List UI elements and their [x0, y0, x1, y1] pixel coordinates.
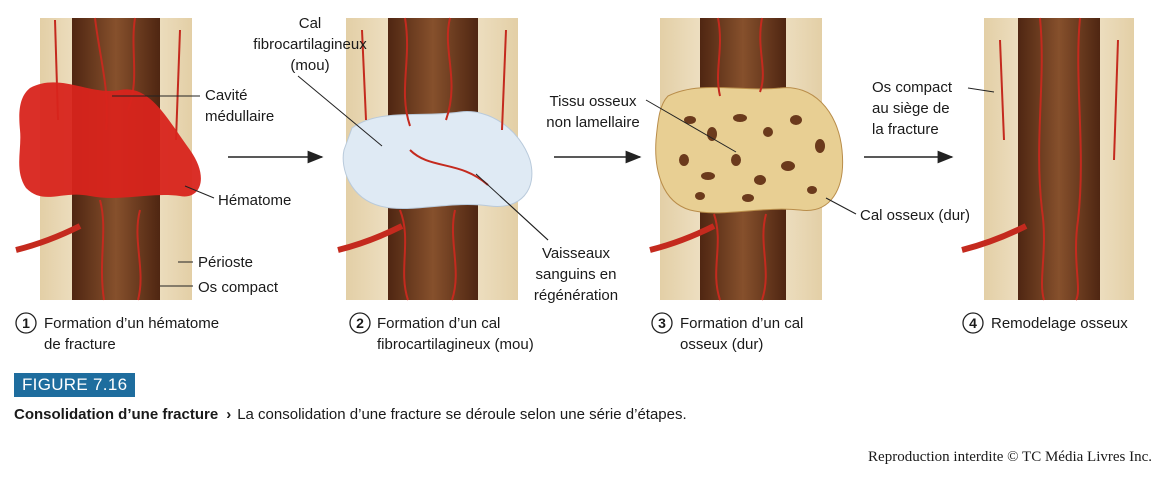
panel-3-hard-callus: [649, 17, 844, 301]
step-number-circle: [651, 312, 673, 334]
label-os-compact: Os compact: [198, 279, 279, 296]
label-cavite-2: médullaire: [205, 108, 274, 125]
step-number: 2: [356, 315, 364, 331]
panel-1-labels: Cavité médullaire Hématome Périoste Os c…: [112, 87, 291, 296]
label-cal-fibro-1: Cal: [299, 15, 322, 32]
bone-marrow: [1018, 18, 1100, 300]
blood-vessels: [713, 17, 767, 301]
label-cal-osseux: Cal osseux (dur): [860, 207, 970, 224]
label-tissu-2: non lamellaire: [546, 114, 639, 131]
caption-text: La consolidation d’une fracture se dérou…: [237, 406, 687, 423]
step-number: 3: [658, 315, 666, 331]
blood-vessels: [54, 17, 181, 301]
label-os-compact-siege-2: au siège de: [872, 100, 950, 117]
label-os-compact-siege-3: la fracture: [872, 121, 939, 138]
step-number: 4: [969, 315, 977, 331]
step-3: 3 Formation d’un cal osseux (dur): [651, 312, 803, 353]
panel-3-labels: Tissu osseux non lamellaire Cal osseux (…: [546, 93, 970, 224]
step-text-line2: de fracture: [44, 336, 116, 353]
label-vaisseaux-2: sanguins en: [536, 266, 617, 283]
step-4: 4 Remodelage osseux: [962, 312, 1128, 334]
panel-2-labels: Cal fibrocartilagineux (mou) Vaisseaux s…: [253, 15, 618, 304]
step-1: 1 Formation d’un hématome de fracture: [15, 312, 219, 353]
step-text-line2: fibrocartilagineux (mou): [377, 336, 534, 353]
step-number: 1: [22, 315, 30, 331]
label-vaisseaux-1: Vaisseaux: [542, 245, 611, 262]
caption-title: Consolidation d’une fracture: [14, 406, 219, 423]
step-text-line2: osseux (dur): [680, 336, 763, 353]
label-tissu-1: Tissu osseux: [550, 93, 637, 110]
step-text-line1: Formation d’un hématome: [44, 315, 219, 332]
artery: [337, 223, 404, 253]
step-2: 2 Formation d’un cal fibrocartilagineux …: [349, 312, 534, 353]
panel-4-labels: Os compact au siège de la fracture: [872, 79, 995, 138]
copyright-notice: Reproduction interdite © TC Média Livres…: [868, 449, 1152, 465]
panel-1-hematoma: [15, 17, 201, 301]
figure-caption: Consolidation d’une fracture › La consolid…: [14, 406, 687, 423]
label-hematome: Hématome: [218, 192, 291, 209]
label-os-compact-siege-1: Os compact: [872, 79, 953, 96]
step-number-circle: [15, 312, 37, 334]
fibrocartilage-callus: [342, 111, 533, 209]
artery: [649, 223, 716, 253]
label-vaisseaux-3: régénération: [534, 287, 618, 304]
step-number-circle: [349, 312, 371, 334]
spongy-bone-spaces: [679, 114, 825, 202]
step-number-circle: [962, 312, 984, 334]
panel-4-remodeling: [961, 17, 1134, 301]
label-cal-fibro-3: (mou): [290, 57, 329, 74]
artery: [961, 223, 1028, 253]
hematoma-blood: [19, 82, 201, 198]
bony-callus: [655, 86, 844, 214]
label-perioste: Périoste: [198, 254, 253, 271]
label-cal-fibro-2: fibrocartilagineux: [253, 36, 367, 53]
step-text-line1: Remodelage osseux: [991, 315, 1128, 332]
label-cavite-1: Cavité: [205, 87, 248, 104]
artery: [15, 223, 82, 253]
panel-2-soft-callus: [337, 17, 533, 301]
blood-vessels: [361, 17, 507, 301]
step-text-line1: Formation d’un cal: [377, 315, 500, 332]
caption-separator: ›: [226, 406, 232, 423]
blood-vessels: [999, 17, 1119, 301]
figure-number-badge: FIGURE 7.16: [14, 373, 136, 397]
step-text-line1: Formation d’un cal: [680, 315, 803, 332]
fracture-healing-diagram: Cavité médullaire Hématome Périoste Os c…: [15, 15, 1134, 353]
